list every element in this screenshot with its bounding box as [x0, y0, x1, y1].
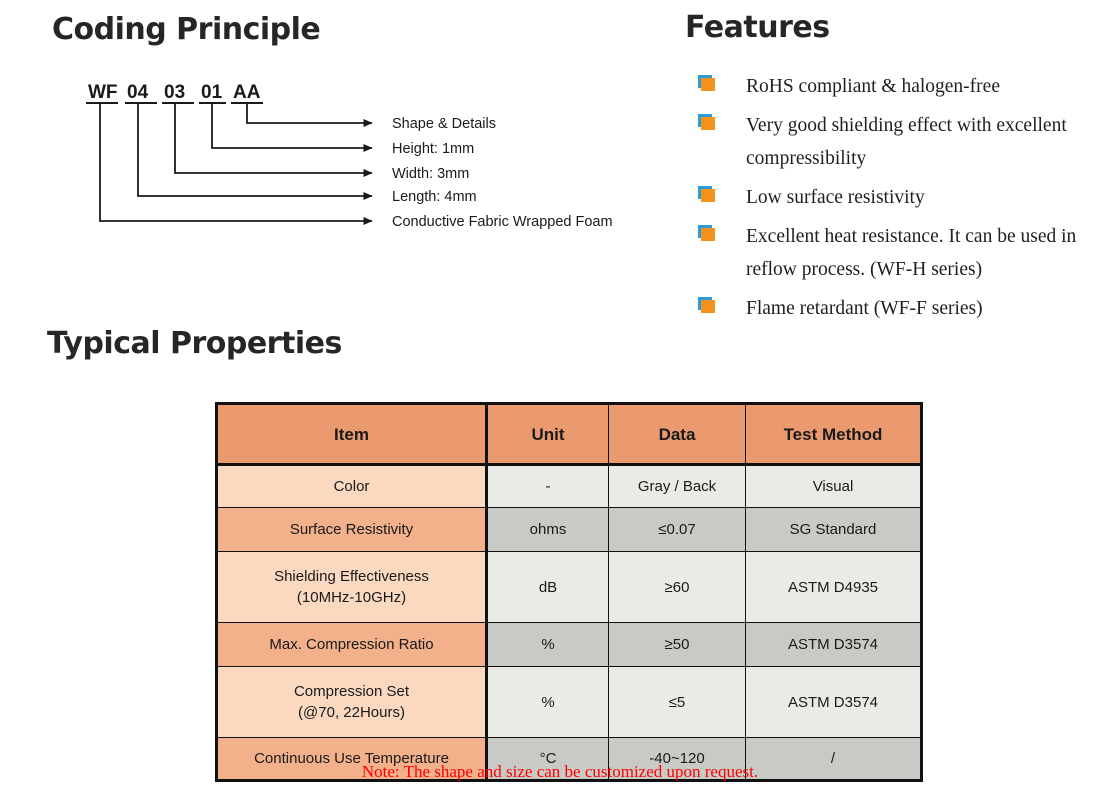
feature-item: Very good shielding effect with excellen…	[698, 109, 1108, 175]
coding-principle-diagram: WF 04 03 01 AA Shape & Details He	[0, 60, 680, 250]
page-title-features: Features	[685, 10, 830, 45]
table-row: Continuous Use Temperature °C -40~120 /	[216, 737, 922, 781]
cell-method: ASTM D3574	[745, 666, 922, 738]
cell-item-line2: (@70, 22Hours)	[298, 704, 405, 721]
cell-item: Continuous Use Temperature	[216, 737, 488, 781]
cell-item: Color	[216, 464, 488, 508]
table-row: Color - Gray / Back Visual	[216, 464, 922, 508]
leader-label-shape: Shape & Details	[392, 116, 496, 132]
page-title-coding-principle: Coding Principle	[52, 12, 321, 47]
cell-data: Gray / Back	[608, 464, 746, 508]
cell-method: ASTM D3574	[745, 622, 922, 667]
cell-method: SG Standard	[745, 507, 922, 552]
typical-properties-table: Item Unit Data Test Method Color - Gray …	[215, 402, 923, 782]
cell-data: ≥60	[608, 551, 746, 623]
square-bullet-icon	[698, 114, 718, 131]
page-title-typical-properties: Typical Properties	[47, 326, 342, 361]
feature-item-label: Flame retardant (WF-F series)	[746, 298, 983, 319]
cell-item: Surface Resistivity	[216, 507, 488, 552]
code-segment-shape: AA	[233, 82, 261, 103]
column-header-unit: Unit	[486, 403, 609, 466]
table-row: Compression Set (@70, 22Hours) % ≤5 ASTM…	[216, 666, 922, 738]
cell-method: /	[745, 737, 922, 781]
table-row: Max. Compression Ratio % ≥50 ASTM D3574	[216, 622, 922, 667]
cell-item-line1: Shielding Effectiveness	[274, 568, 429, 585]
cell-item-line1: Compression Set	[293, 683, 410, 700]
leader-lines	[99, 103, 373, 225]
column-header-data: Data	[608, 403, 746, 466]
square-bullet-icon	[698, 75, 718, 92]
column-header-method: Test Method	[745, 403, 922, 466]
cell-item: Shielding Effectiveness (10MHz-10GHz)	[216, 551, 488, 623]
square-bullet-icon	[698, 225, 718, 242]
code-segment-height: 01	[201, 82, 223, 103]
feature-item-label: Very good shielding effect with excellen…	[746, 115, 1067, 169]
cell-unit: ohms	[486, 507, 609, 552]
code-segment-wf: WF	[88, 82, 118, 103]
cell-item: Max. Compression Ratio	[216, 622, 488, 667]
feature-item: Excellent heat resistance. It can be use…	[698, 220, 1108, 286]
table-row: Surface Resistivity ohms ≤0.07 SG Standa…	[216, 507, 922, 552]
feature-item-label: RoHS compliant & halogen-free	[746, 76, 1000, 97]
feature-item-label: Low surface resistivity	[746, 187, 925, 208]
square-bullet-icon	[698, 186, 718, 203]
cell-data: ≤0.07	[608, 507, 746, 552]
feature-item: RoHS compliant & halogen-free	[698, 70, 1108, 103]
features-list: RoHS compliant & halogen-free Very good …	[698, 70, 1108, 331]
leader-label-length: Length: 4mm	[392, 189, 477, 205]
feature-item: Flame retardant (WF-F series)	[698, 292, 1108, 325]
code-segment-width: 03	[164, 82, 185, 103]
leader-label-material: Conductive Fabric Wrapped Foam	[392, 214, 613, 230]
cell-unit: dB	[486, 551, 609, 623]
leader-label-height: Height: 1mm	[392, 141, 474, 157]
table-header-row: Item Unit Data Test Method	[216, 403, 922, 466]
cell-data: ≤5	[608, 666, 746, 738]
table-note: Note: The shape and size can be customiz…	[361, 762, 759, 781]
cell-item: Compression Set (@70, 22Hours)	[216, 666, 488, 738]
code-segment-length: 04	[127, 82, 149, 103]
cell-unit: %	[486, 622, 609, 667]
square-bullet-icon	[698, 297, 718, 314]
cell-data: -40~120	[608, 737, 746, 781]
cell-method: Visual	[745, 464, 922, 508]
leader-label-width: Width: 3mm	[392, 166, 469, 182]
column-header-item: Item	[216, 403, 488, 466]
cell-method: ASTM D4935	[745, 551, 922, 623]
cell-unit: -	[486, 464, 609, 508]
cell-unit: %	[486, 666, 609, 738]
cell-data: ≥50	[608, 622, 746, 667]
feature-item-label: Excellent heat resistance. It can be use…	[746, 226, 1077, 280]
table-row: Shielding Effectiveness (10MHz-10GHz) dB…	[216, 551, 922, 623]
cell-item-line2: (10MHz-10GHz)	[296, 589, 407, 606]
feature-item: Low surface resistivity	[698, 181, 1108, 214]
